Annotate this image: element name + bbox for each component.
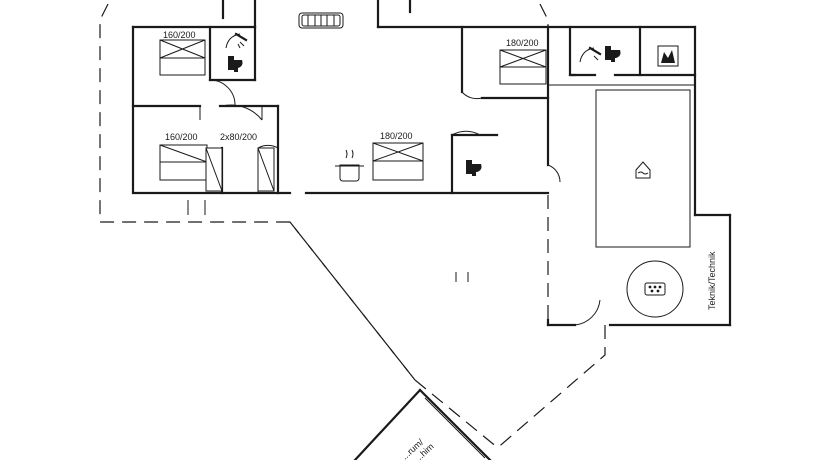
pool-area — [595, 89, 691, 248]
walls — [131, 0, 732, 460]
whirlpool-icon — [626, 260, 684, 318]
technical-room-label: Teknik/Technik — [707, 251, 717, 310]
bed-bunk: 2x80/200 — [205, 132, 275, 192]
pool-icon — [635, 161, 651, 179]
door-swings — [187, 79, 601, 326]
bed-top-right-size: 180/200 — [506, 38, 539, 48]
technical-room: Teknik/Technik — [707, 251, 717, 310]
shower-icon — [225, 32, 248, 49]
sofa-icon — [298, 12, 344, 29]
toilet-icon — [605, 46, 621, 62]
bed-top-left-size: 160/200 — [163, 30, 196, 40]
annex-label: ...rum/ ...him — [400, 437, 436, 460]
bed-mid-left-size: 160/200 — [165, 132, 198, 142]
bed-top-left: 160/200 — [159, 30, 206, 76]
shower-icon — [579, 46, 602, 63]
cooking-pot-icon — [335, 149, 364, 182]
toilet-icon — [466, 160, 482, 176]
bed-top-right: 180/200 — [499, 38, 547, 85]
bed-mid-left: 160/200 — [159, 132, 208, 181]
sauna-icon — [657, 45, 679, 67]
bed-center: 180/200 — [372, 131, 424, 181]
bed-bunk-size: 2x80/200 — [220, 132, 257, 142]
bed-center-size: 180/200 — [380, 131, 413, 141]
toilet-icon — [228, 56, 243, 72]
